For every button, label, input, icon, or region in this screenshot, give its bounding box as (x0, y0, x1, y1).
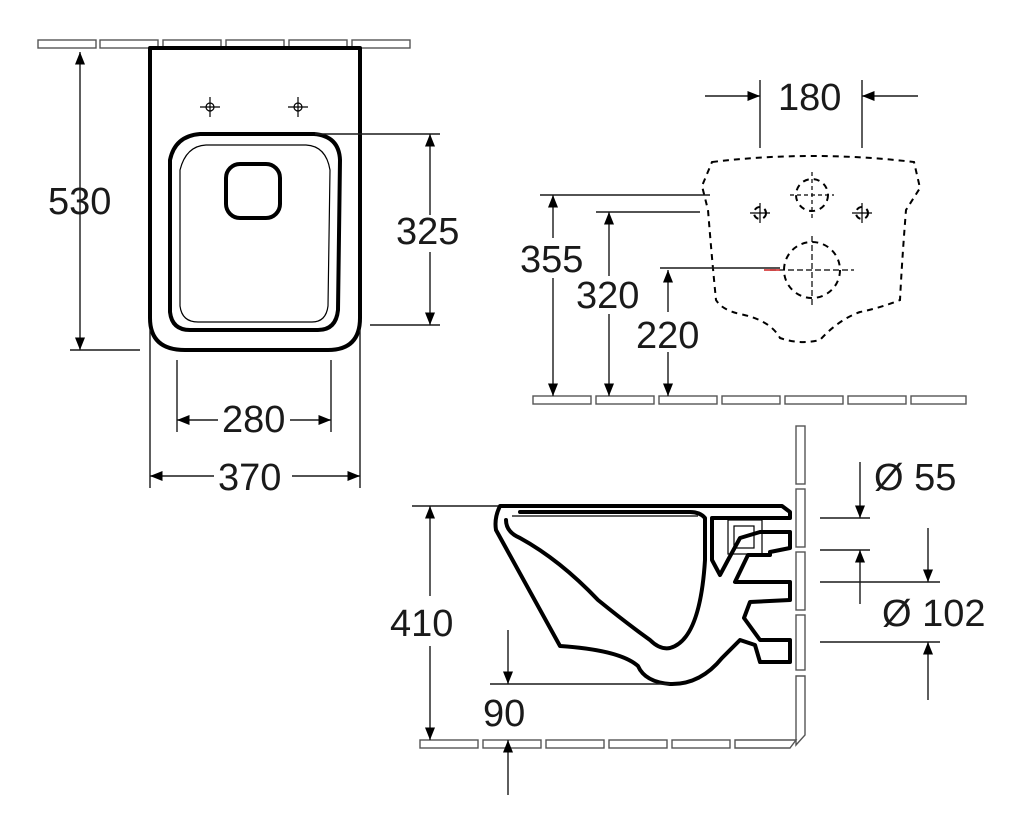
drain-outlet-circle (783, 241, 841, 299)
top-wall-strip (37, 39, 411, 49)
dim-280-label: 280 (222, 399, 285, 441)
fixing-hole-right-icon (288, 97, 308, 117)
dim-530-label: 530 (48, 181, 111, 223)
seat-outline (168, 132, 342, 332)
dim-180-label: 180 (778, 77, 841, 119)
rear-floor-strip (532, 395, 967, 405)
side-view: 410 90 Ø 55 Ø 102 (390, 425, 986, 795)
bowl-outline (148, 46, 362, 352)
dim-355-label: 355 (520, 239, 583, 281)
dim-325-label: 325 (396, 211, 459, 253)
seat-inner-outline (179, 144, 331, 323)
dim-o102-label: Ø 102 (882, 593, 986, 635)
fixing-hole-rear-left-icon (750, 203, 770, 223)
rear-view: 180 355 320 220 (520, 77, 967, 405)
dim-370-label: 370 (218, 457, 281, 499)
side-bowl-inner (504, 510, 707, 651)
water-surface (224, 162, 282, 220)
fixing-hole-left-icon (200, 97, 220, 117)
fixing-hole-rear-right-icon (852, 203, 872, 223)
side-bowl-profile (493, 504, 792, 687)
dim-320-label: 320 (576, 275, 639, 317)
rear-bowl-outline (700, 155, 922, 344)
dim-o55-label: Ø 55 (874, 457, 956, 499)
dim-90-label: 90 (483, 693, 525, 735)
top-view: 530 325 280 370 (37, 39, 459, 499)
dim-410-label: 410 (390, 603, 453, 645)
side-wall-strip (795, 425, 806, 747)
side-floor-strip (419, 739, 798, 749)
dim-220-label: 220 (636, 315, 699, 357)
inlet-connector (727, 519, 763, 555)
